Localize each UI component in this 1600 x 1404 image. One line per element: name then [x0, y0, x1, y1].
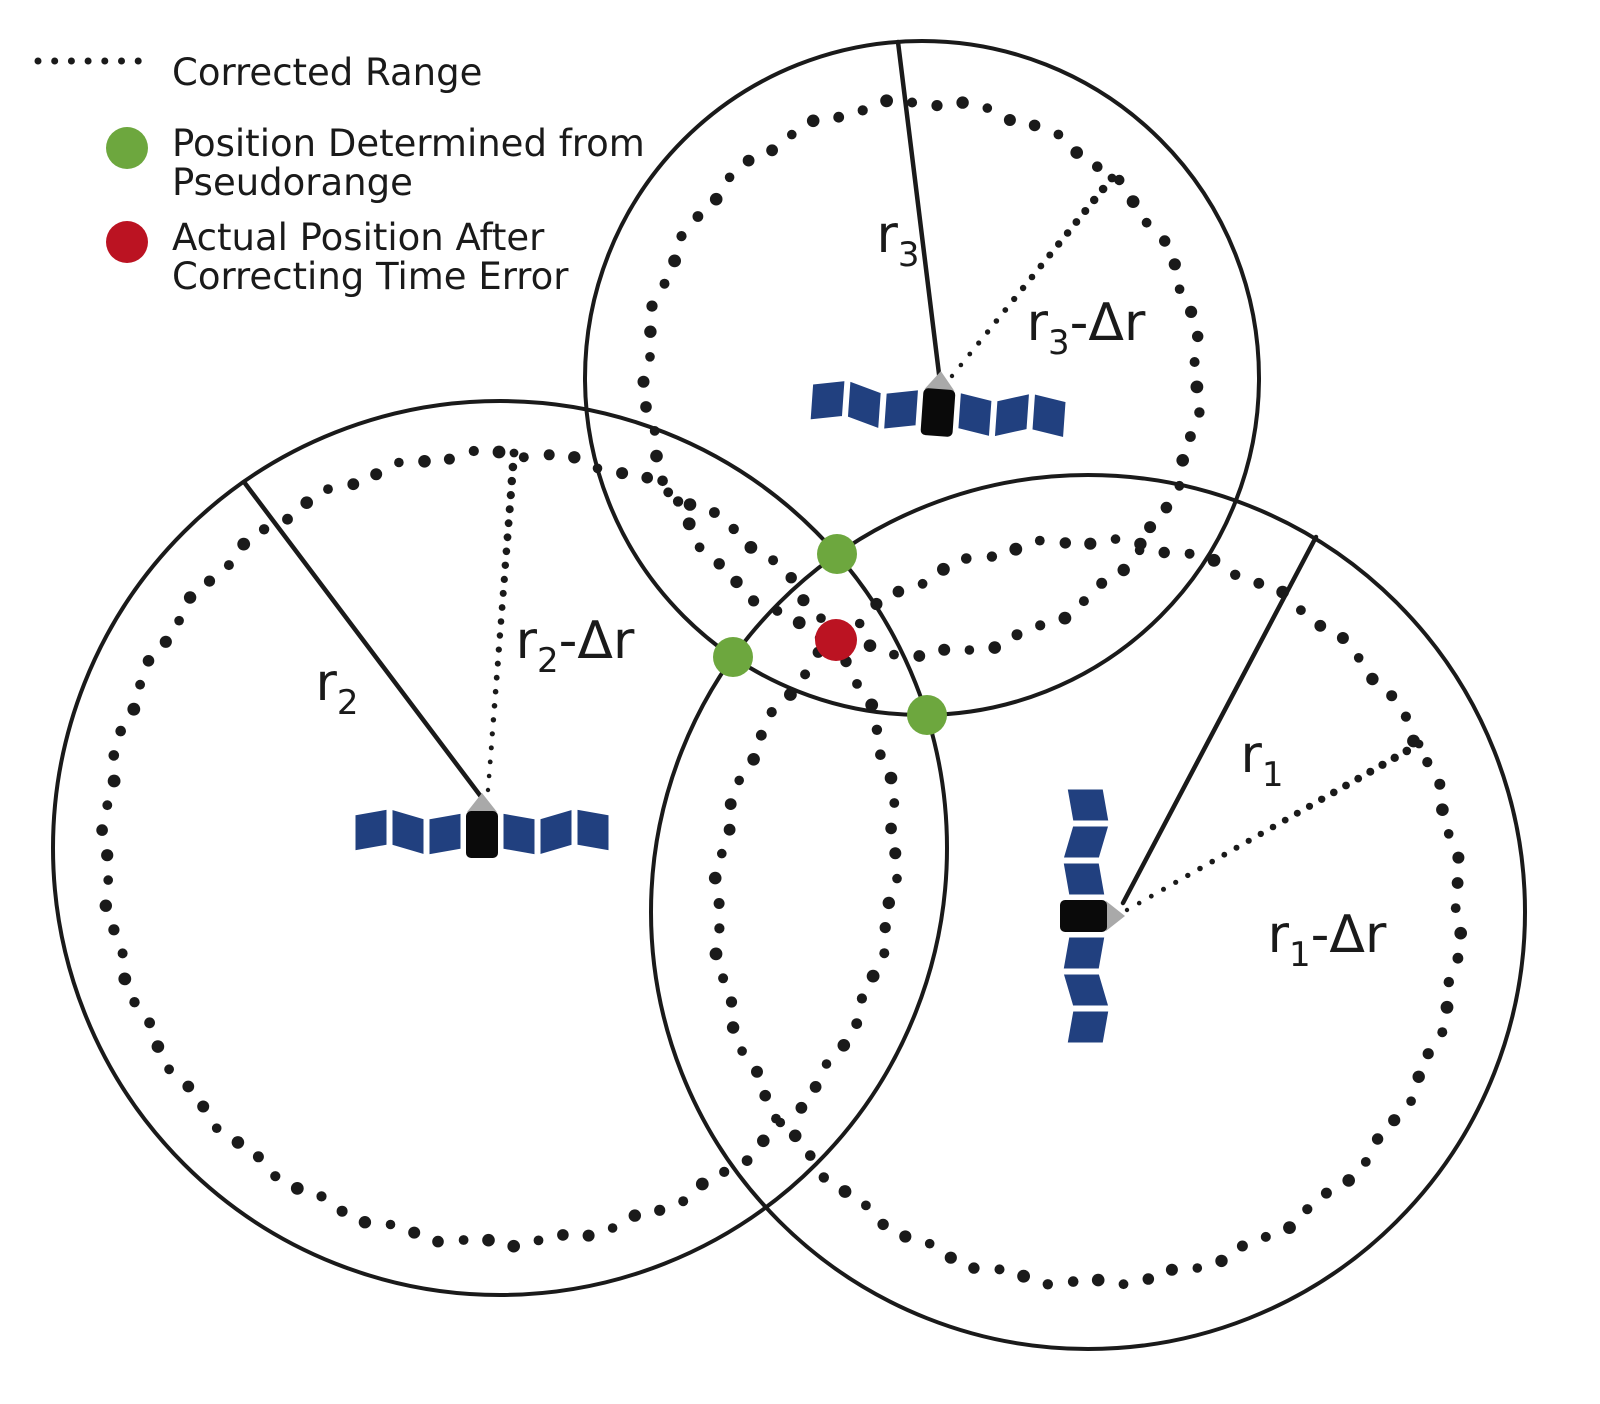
corrected-radius-line-3	[949, 173, 1117, 379]
pseudorange-position-swatch	[106, 127, 148, 169]
pseudorange-circle-2	[51, 399, 949, 1297]
label-r1: r1	[1240, 725, 1283, 795]
label-r2d: r2-Δr	[516, 611, 635, 681]
solar-panel	[955, 389, 995, 440]
actual-position-swatch	[106, 221, 148, 263]
solar-panel	[880, 386, 922, 432]
position-points	[713, 534, 947, 735]
legend-label-actual-line2: Correcting Time Error	[172, 255, 569, 298]
satellite-3	[807, 371, 1069, 441]
corrected-range-circles	[96, 94, 1467, 1290]
solar-panel	[1064, 1008, 1112, 1046]
pseudorange-radius-line-2	[241, 479, 485, 801]
satellite-2	[352, 793, 612, 859]
corrected-range-circle-2	[96, 445, 902, 1253]
pseudorange-circle-1	[649, 473, 1527, 1351]
pseudorange-position-dot	[817, 534, 857, 574]
solar-panel	[1060, 934, 1108, 972]
pseudorange-radius-line-3	[895, 39, 943, 385]
legend-label-corrected-range: Corrected Range	[172, 51, 482, 94]
satellite-nose	[924, 371, 955, 392]
radius-labels: r1 r1-Δr r2 r2-Δr r3 r3-Δr	[315, 205, 1387, 975]
corrected-range-circle-1	[708, 534, 1467, 1290]
solar-panel	[537, 805, 575, 859]
solar-panel	[574, 806, 612, 854]
corrected-range-swatch	[34, 57, 142, 65]
solar-panel	[991, 390, 1033, 440]
satellites	[352, 371, 1125, 1046]
solar-panel	[1029, 390, 1069, 441]
label-r3: r3	[876, 205, 919, 275]
label-r3d: r3-Δr	[1027, 293, 1146, 363]
radius-lines	[241, 39, 1424, 913]
corrected-range-circle-3	[637, 94, 1205, 662]
actual-position-dot	[815, 619, 857, 661]
corrected-radius-line-2	[485, 448, 519, 793]
solar-panel	[1064, 786, 1112, 824]
solar-panel	[426, 810, 464, 858]
satellite-body	[466, 811, 498, 858]
legend-label-pseudorange-line2: Pseudorange	[172, 161, 413, 204]
corrected-radius-line-1	[1124, 739, 1424, 913]
satellite-body	[1060, 900, 1107, 932]
satellite-1	[1059, 786, 1125, 1046]
legend-label-actual-line1: Actual Position After	[172, 216, 545, 259]
solar-panel	[844, 377, 884, 433]
solar-panel	[1059, 971, 1113, 1009]
solar-panel	[807, 377, 848, 423]
solar-panel	[389, 805, 427, 859]
pseudorange-position-dot	[713, 637, 753, 677]
label-r2: r2	[315, 653, 358, 723]
solar-panel	[1060, 860, 1108, 898]
satellite-nose	[1106, 901, 1125, 931]
solar-panel	[1059, 823, 1113, 861]
label-r1d: r1-Δr	[1268, 905, 1387, 975]
legend-label-pseudorange-line1: Position Determined from	[172, 122, 645, 165]
legend: Corrected Range Position Determined from…	[34, 51, 645, 298]
satellite-nose	[467, 793, 497, 812]
solar-panel	[352, 806, 390, 854]
pseudorange-radius-line-1	[1120, 534, 1319, 906]
satellite-body	[920, 388, 956, 437]
pseudorange-circle-3	[583, 39, 1261, 717]
pseudorange-position-dot	[907, 695, 947, 735]
solar-panel	[500, 810, 538, 858]
